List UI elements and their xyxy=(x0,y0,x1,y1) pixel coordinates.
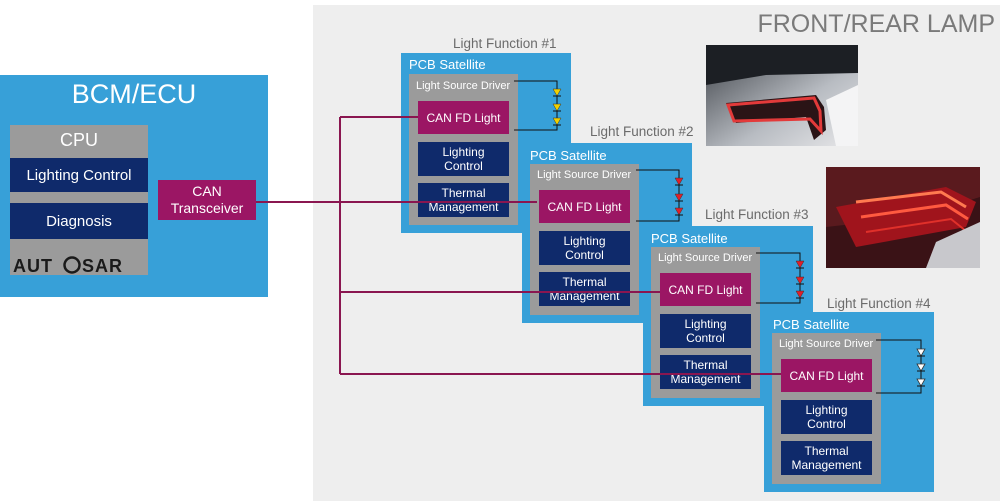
can-fd-light-1: CAN FD Light xyxy=(418,101,509,134)
can-transceiver-block: CAN Transceiver xyxy=(158,180,256,220)
light-source-driver-1-label: Light Source Driver xyxy=(416,80,511,92)
pcb-satellite-3-label: PCB Satellite xyxy=(651,231,728,246)
light-function-3-label: Light Function #3 xyxy=(705,207,809,222)
can-fd-light-3: CAN FD Light xyxy=(660,273,751,306)
autosar-logo: AUT SAR xyxy=(10,254,148,276)
light-source-driver-3-label: Light Source Driver xyxy=(658,252,753,264)
bcm-ecu-title: BCM/ECU xyxy=(71,79,197,109)
thermal-management-4: Thermal Management xyxy=(781,441,872,475)
cpu-label: CPU xyxy=(59,130,98,150)
light-function-2-label: Light Function #2 xyxy=(590,124,694,139)
autosar-logo-image: AUT SAR xyxy=(13,256,123,276)
thermal-management-3: Thermal Management xyxy=(660,355,751,389)
can-fd-light-4: CAN FD Light xyxy=(781,359,872,392)
lighting-control-1: Lighting Control xyxy=(418,142,509,176)
lighting-control-2: Lighting Control xyxy=(539,231,630,265)
can-fd-light-2: CAN FD Light xyxy=(539,190,630,223)
pcb-satellite-1-label: PCB Satellite xyxy=(409,57,486,72)
light-source-driver-2-label: Light Source Driver xyxy=(537,169,632,181)
lamp-title: FRONT/REAR LAMP xyxy=(757,10,995,38)
tail-light-image xyxy=(826,167,980,268)
rear-lamp-image xyxy=(706,45,858,146)
light-function-4-label: Light Function #4 xyxy=(827,296,931,311)
pcb-satellite-2-label: PCB Satellite xyxy=(530,148,607,163)
diagnosis-block: Diagnosis xyxy=(10,203,148,239)
lighting-control-3: Lighting Control xyxy=(660,314,751,348)
svg-text:AUT: AUT xyxy=(13,256,53,276)
lighting-control-block: Lighting Control xyxy=(10,158,148,192)
light-source-driver-4-label: Light Source Driver xyxy=(779,338,874,350)
cpu-block xyxy=(10,125,148,275)
thermal-management-1: Thermal Management xyxy=(418,183,509,217)
svg-text:SAR: SAR xyxy=(82,256,123,276)
rear-lamp-photo-2 xyxy=(826,167,980,268)
pcb-satellite-4-label: PCB Satellite xyxy=(773,317,850,332)
rear-lamp-photo-1 xyxy=(706,45,858,146)
lighting-control-4: Lighting Control xyxy=(781,400,872,434)
light-function-1-label: Light Function #1 xyxy=(453,36,557,51)
thermal-management-2: Thermal Management xyxy=(539,272,630,306)
